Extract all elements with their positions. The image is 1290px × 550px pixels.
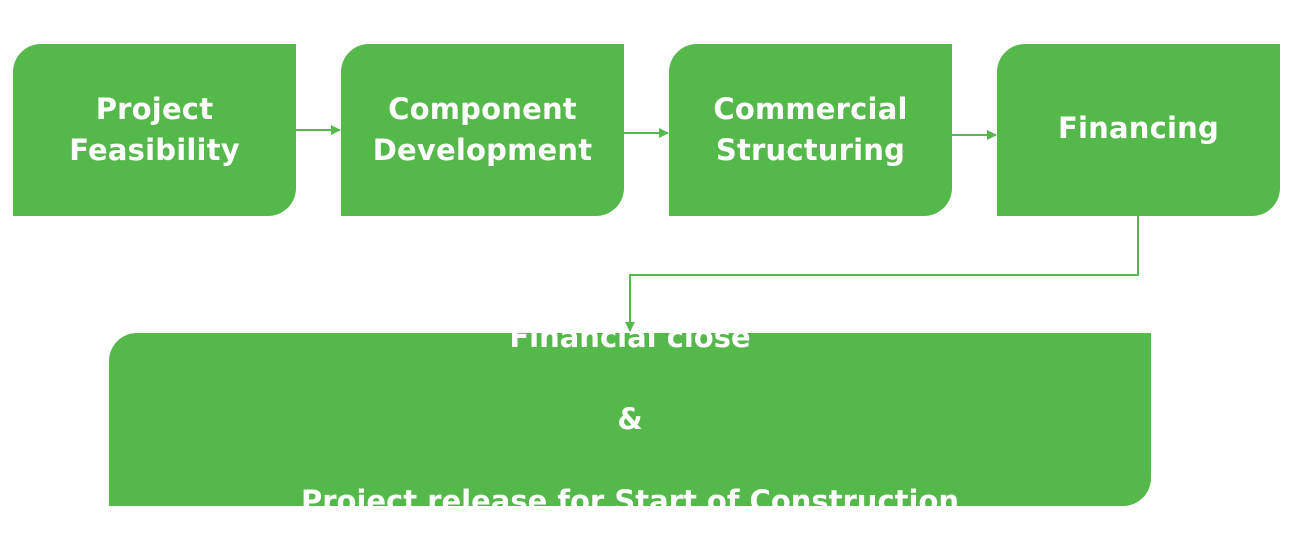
step-financing: Financing: [997, 44, 1280, 216]
final-step-label: Financial close & Project release for St…: [301, 276, 959, 550]
step-project-feasibility: Project Feasibility: [13, 44, 296, 216]
step-financial-close: Financial close & Project release for St…: [109, 320, 1151, 518]
step-label: Component Development: [372, 92, 593, 167]
final-step-line-2: &: [617, 402, 643, 436]
final-step-line-1: Financial close: [509, 320, 751, 354]
step-component-development: Component Development: [341, 44, 624, 216]
step-commercial-structuring: Commercial Structuring: [669, 44, 952, 216]
step-label: Project Feasibility: [69, 92, 240, 167]
step-label: Commercial Structuring: [713, 92, 908, 167]
final-step-line-3: Project release for Start of Constructio…: [300, 484, 960, 518]
step-label: Financing: [1058, 110, 1219, 145]
